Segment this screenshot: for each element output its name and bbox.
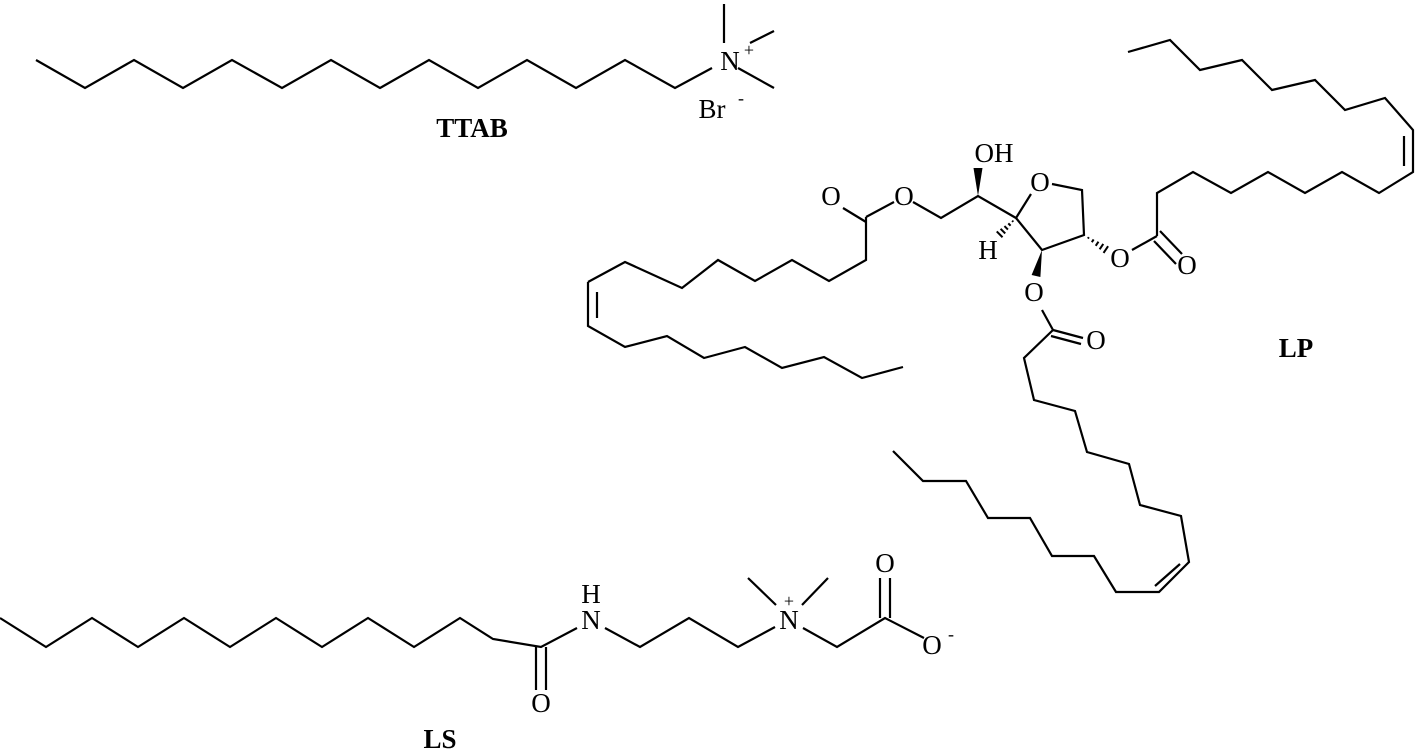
- atom-label: H: [581, 579, 601, 609]
- hash-bond: [1087, 236, 1090, 240]
- atom-label: O: [531, 688, 551, 718]
- bond: [1127, 38, 1415, 236]
- atom-label: O: [1030, 167, 1050, 197]
- atom-label: O: [1177, 250, 1197, 280]
- lp-label: LP: [1279, 333, 1314, 363]
- bond: [1159, 230, 1183, 255]
- bond: [912, 194, 1017, 220]
- bond: [0, 616, 578, 649]
- bond: [801, 577, 829, 606]
- charge-symbol: +: [744, 40, 754, 60]
- atom-label: O: [821, 181, 841, 211]
- ttab-molecule: N+ Br-: [35, 4, 775, 124]
- hash-bond: [1090, 238, 1095, 243]
- wedge-bond: [973, 168, 983, 196]
- atom-label: N: [720, 46, 740, 76]
- atom-label: Br: [699, 94, 726, 124]
- bond: [892, 329, 1191, 594]
- bond: [1015, 182, 1086, 252]
- atom-label: OH: [975, 138, 1014, 168]
- bond: [842, 207, 867, 223]
- hash-bond: [1098, 243, 1105, 250]
- bond: [865, 201, 895, 218]
- bond: [1154, 563, 1181, 587]
- ttab-label: TTAB: [436, 113, 508, 143]
- atom-label: O: [1086, 325, 1106, 355]
- hash-bond: [1003, 225, 1009, 231]
- hash-bond: [996, 230, 1004, 238]
- hash-bond: [1094, 241, 1100, 247]
- wedge-bond: [1031, 250, 1042, 278]
- ls-label: LS: [423, 724, 456, 753]
- charge-symbol: +: [784, 591, 794, 611]
- atom-label: O: [894, 181, 914, 211]
- bond: [1015, 193, 1032, 219]
- bond: [1052, 328, 1084, 340]
- atom-label: O: [1024, 277, 1044, 307]
- bond: [1131, 235, 1158, 251]
- atom-label: H: [978, 235, 998, 265]
- bond: [1153, 240, 1177, 265]
- hash-bond: [1007, 222, 1012, 227]
- bond: [737, 67, 775, 89]
- bond: [35, 58, 713, 90]
- hash-bond: [1102, 245, 1109, 254]
- atom-label: O: [922, 630, 942, 660]
- bond: [1050, 334, 1082, 346]
- bond: [802, 616, 925, 649]
- hash-bond: [1011, 219, 1015, 223]
- charge-symbol: -: [738, 88, 744, 108]
- bond: [604, 616, 776, 649]
- atom-label: O: [875, 548, 895, 578]
- bond: [1041, 309, 1054, 331]
- bond: [587, 217, 868, 290]
- bond: [586, 282, 904, 380]
- bond: [747, 577, 777, 606]
- charge-symbol: -: [948, 624, 954, 644]
- hash-bond: [999, 228, 1006, 235]
- atom-label: N: [779, 605, 799, 635]
- atom-label: O: [1110, 243, 1130, 273]
- atom-label: N: [581, 605, 601, 635]
- bond: [749, 30, 775, 44]
